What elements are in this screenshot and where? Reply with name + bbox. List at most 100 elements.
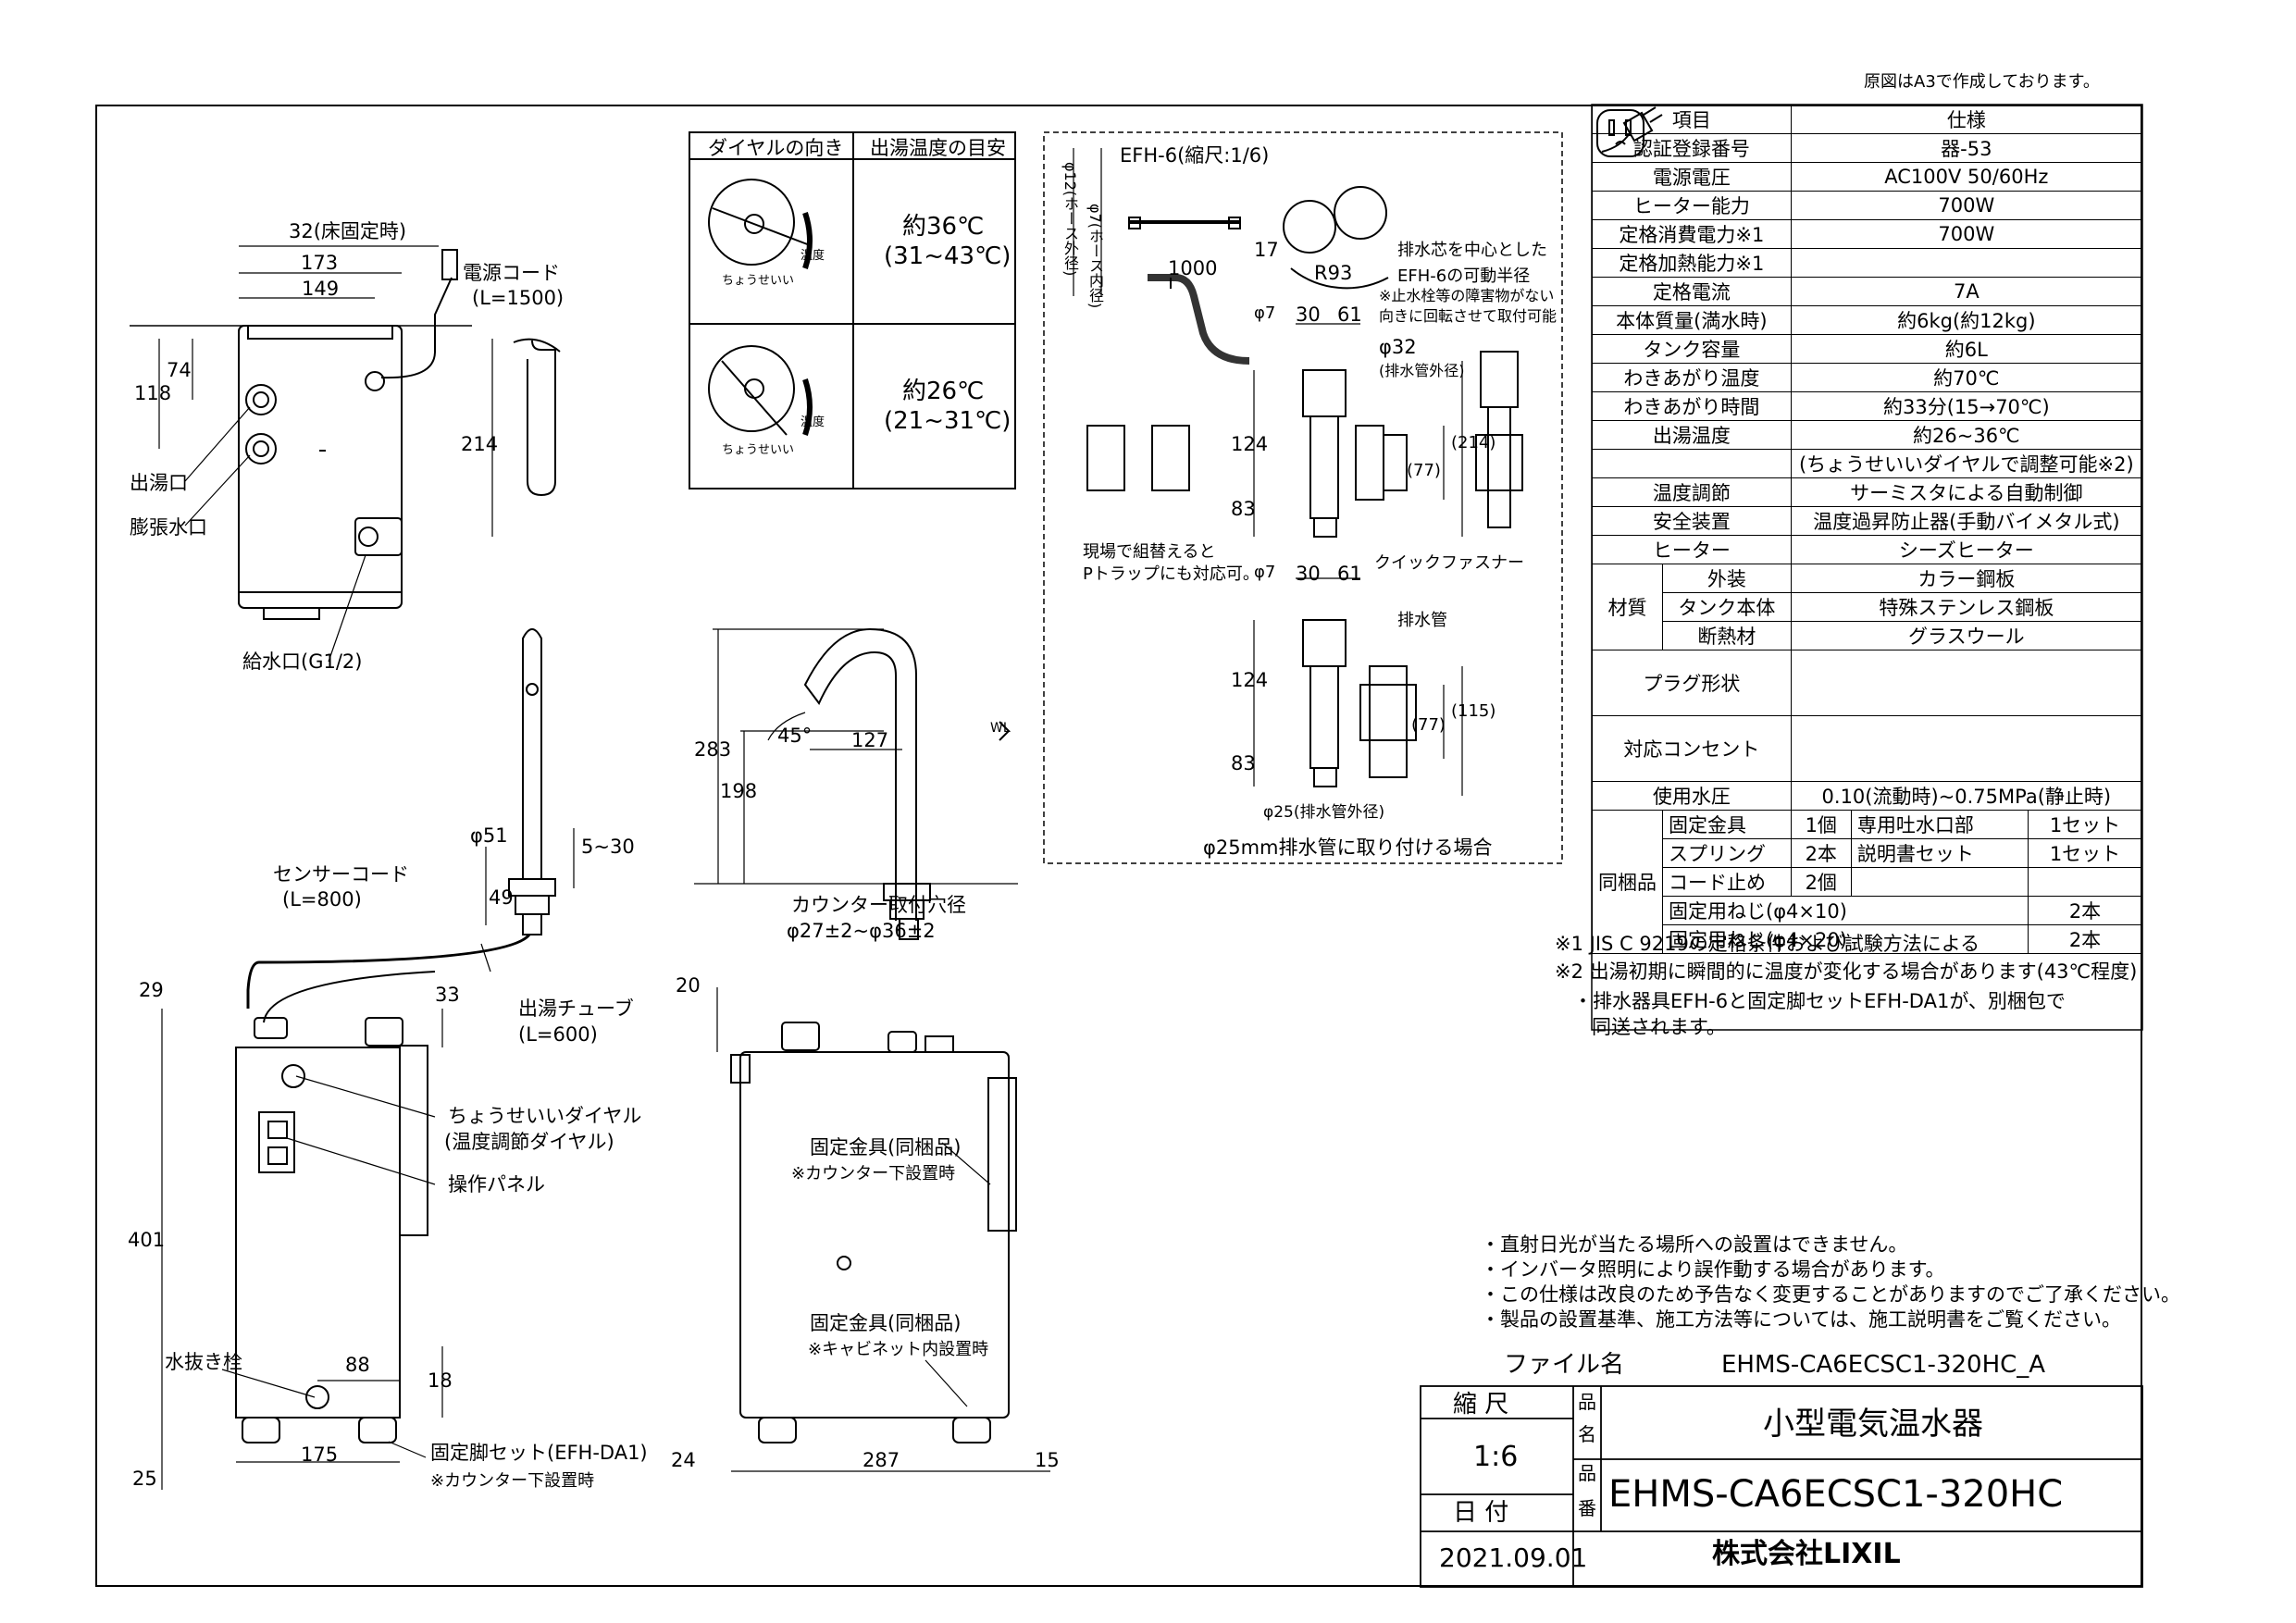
bundle-item: 固定用ねじ(φ4×10) xyxy=(1661,896,2029,925)
dim-77b: (77) xyxy=(1411,715,1446,735)
spec-row: わきあがり時間約33分(15→70℃) xyxy=(1592,391,2143,421)
dim-149: 149 xyxy=(302,278,340,300)
outlet-row: 対応コンセント xyxy=(1592,108,2143,782)
bundle-item-2: 説明書セット xyxy=(1850,838,2029,868)
dim-29: 29 xyxy=(139,979,164,1001)
sensor-cord-length: (L=800) xyxy=(282,888,362,911)
row2-range: (21~31℃) xyxy=(884,407,1011,435)
dim-77: (77) xyxy=(1407,461,1441,480)
spec-row: 項目仕様 xyxy=(1592,105,2143,134)
bracket2-label: 固定金具(同梱品) xyxy=(810,1312,962,1334)
spec-value xyxy=(1790,248,2143,278)
caution-3: ・この仕様は改良のため予告なく変更することがありますのでご了承ください。 xyxy=(1481,1283,2180,1306)
foot-set-note: ※カウンター下設置時 xyxy=(430,1471,595,1491)
dim-214b: (214) xyxy=(1451,433,1496,452)
drain-detail-box xyxy=(1043,131,1563,864)
caution-2: ・インバータ照明により誤作動する場合があります。 xyxy=(1481,1258,1945,1281)
drain-note4: 向きに回転させて取付可能 xyxy=(1379,307,1558,325)
dim-24: 24 xyxy=(671,1449,696,1471)
dim-phi7b: φ7 xyxy=(1254,563,1276,582)
date-value: 2021.09.01 xyxy=(1439,1542,1588,1573)
spec-key: 本体質量(満水時) xyxy=(1592,305,1792,335)
dial-marks-2: ちょうせいい xyxy=(722,443,795,457)
note-2: ※2 出湯初期に瞬間的に温度が変化する場合があります(43℃程度) xyxy=(1555,960,2138,983)
company-name: 株式会社LIXIL xyxy=(1712,1538,1901,1570)
panel-label: 操作パネル xyxy=(448,1173,545,1196)
spec-key: 温度調節 xyxy=(1592,477,1792,507)
drain-detail xyxy=(1073,148,1523,796)
hose-outer: φ12(ホース外径) xyxy=(1061,162,1079,277)
dial-table xyxy=(689,131,1016,489)
pressure-value: 0.10(流動時)~0.75MPa(静止時) xyxy=(1790,781,2143,811)
note-3: ・排水器具EFH-6と固定脚セットEFH-DA1が、別梱包で xyxy=(1573,990,2066,1012)
wl-label: WL xyxy=(990,721,1011,736)
dim-51: φ51 xyxy=(470,824,508,847)
cautions: ・直射日光が当たる場所への設置はできません。 ・インバータ照明により誤作動する場… xyxy=(1481,1235,2180,1330)
hose-inner: φ7(ホース内径) xyxy=(1086,204,1104,309)
dim-1000: 1000 xyxy=(1168,257,1218,279)
spec-key: 安全装置 xyxy=(1592,506,1792,536)
drain-note1: 排水芯を中心とした xyxy=(1397,241,1547,260)
dial-callout-2: (温度調節ダイヤル) xyxy=(444,1131,614,1153)
dim-30: 30 xyxy=(1296,304,1321,326)
bundle-item: 固定金具 xyxy=(1662,810,1792,839)
date-label: 日 付 xyxy=(1453,1499,1509,1527)
bundle-qty-2 xyxy=(2028,867,2142,897)
bundle-row: 固定用ねじ(φ4×20)2本 xyxy=(1593,924,2142,954)
field-note2: Pトラップにも対応可。 xyxy=(1083,564,1260,584)
bundle-item-2 xyxy=(1850,867,2029,897)
dim-401: 401 xyxy=(128,1229,166,1251)
hole-dim: φ27±2~φ36±2 xyxy=(787,920,936,942)
material-value: 特殊ステンレス鋼板 xyxy=(1790,592,2143,622)
dim-74: 74 xyxy=(167,359,192,381)
spec-value: 約33分(15→70℃) xyxy=(1790,391,2143,421)
spec-row: 安全装置温度過昇防止器(手動バイメタル式) xyxy=(1592,506,2143,536)
bundle-qty-2: 1セット xyxy=(2028,838,2142,868)
field-note1: 現場で組替えると xyxy=(1083,542,1216,562)
spec-value: 7A xyxy=(1790,277,2143,306)
drain-pipe-label: 排水管 xyxy=(1397,611,1447,630)
scale-value: 1:6 xyxy=(1473,1441,1519,1473)
dial-label-2: 温度 xyxy=(800,415,825,429)
dim-phi25: φ25(排水管外径) xyxy=(1263,803,1385,822)
power-cord-length: (L=1500) xyxy=(472,287,565,309)
drain-caption: φ25mm排水管に取り付ける場合 xyxy=(1203,836,1493,859)
bundle-qty-2: 2本 xyxy=(2028,924,2142,954)
drain-cock-label: 水抜き栓 xyxy=(165,1351,242,1373)
bundle-qty: 1個 xyxy=(1790,810,1852,839)
faucet-left xyxy=(161,628,575,1490)
power-cord-label: 電源コード xyxy=(463,262,560,284)
bundle-row: 固定用ねじ(φ4×10)2本 xyxy=(1593,896,2142,925)
material-value: グラスウール xyxy=(1790,621,2143,650)
file-name: EHMS-CA6ECSC1-320HC_A xyxy=(1721,1351,2046,1379)
hot-tube-label: 出湯チューブ xyxy=(518,997,634,1020)
spec-key: 定格加熱能力※1 xyxy=(1592,248,1792,278)
scale-label: 縮 尺 xyxy=(1453,1391,1509,1419)
unit-top-view xyxy=(130,245,561,663)
hole-label: カウンター取付穴径 xyxy=(791,894,966,916)
spec-value: 700W xyxy=(1790,219,2143,249)
dim-83: 83 xyxy=(1231,498,1256,520)
dial-marks-1: ちょうせいい xyxy=(722,274,795,288)
bundle-label: 同梱品 xyxy=(1592,810,1663,954)
dim-214: 214 xyxy=(461,433,499,455)
product-name-label-2: 名 xyxy=(1578,1423,1596,1445)
pressure-label: 使用水圧 xyxy=(1592,781,1792,811)
bracket2-note: ※キャビネット内設置時 xyxy=(808,1340,989,1359)
dim-5-30: 5~30 xyxy=(581,836,635,858)
spec-value: 仕様 xyxy=(1790,105,2143,134)
dim-287: 287 xyxy=(863,1449,900,1471)
spec-value: 約70℃ xyxy=(1790,363,2143,392)
spec-row: ヒーターシーズヒーター xyxy=(1592,535,2143,564)
bundle-qty: 2個 xyxy=(1790,867,1852,897)
faucet-right xyxy=(694,627,1050,1472)
product-no-label-1: 品 xyxy=(1578,1462,1596,1484)
row2-temp: 約26℃ xyxy=(902,378,985,405)
note-1: ※1 JIS C 9219の定格条件および試験方法による xyxy=(1555,933,1980,955)
dim-30b: 30 xyxy=(1296,563,1321,585)
spec-value: (ちょうせいいダイヤルで調整可能※2) xyxy=(1790,449,2143,478)
dim-33: 33 xyxy=(435,984,460,1006)
